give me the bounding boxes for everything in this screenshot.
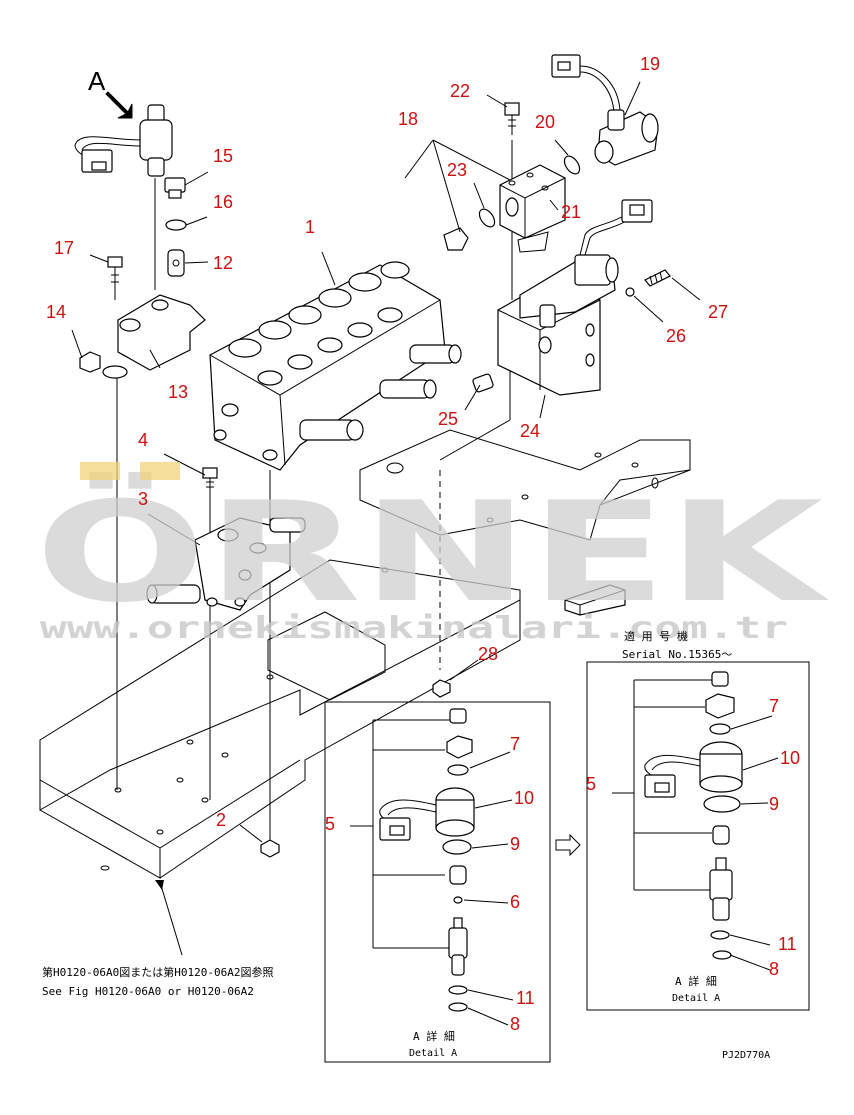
watermark-brand: ÖRNEK: [35, 472, 830, 633]
detail-a-left-box: [324, 701, 581, 1063]
callout-4: 4: [138, 430, 148, 450]
detail-right-en: Detail A: [672, 993, 720, 1004]
frame-chassis: [39, 429, 691, 879]
callout-5-right: 5: [586, 774, 596, 794]
detail-left-en: Detail A: [409, 1048, 457, 1059]
callout-16: 16: [213, 192, 233, 212]
bolt-4: [202, 467, 218, 495]
callout-6: 6: [510, 892, 520, 912]
callout-18: 18: [398, 109, 418, 129]
callout-14: 14: [46, 302, 66, 322]
callout-leaders: [71, 81, 779, 1026]
callout-1: 1: [305, 217, 315, 237]
callout-numbers: 1 2 3 4 5 5 6 7 7 8 8 9 9 10 10 11 11 12…: [46, 54, 800, 1034]
callout-12: 12: [213, 253, 233, 273]
callout-27: 27: [708, 302, 728, 322]
callout-19: 19: [640, 54, 660, 74]
watermark-url: www.ornekismakinalari.com.tr: [40, 611, 788, 646]
callout-3: 3: [138, 489, 148, 509]
callout-20: 20: [535, 112, 555, 132]
bolt-28: [432, 679, 451, 698]
callout-25: 25: [438, 409, 458, 429]
sleeve-12: [167, 249, 185, 277]
solenoid-view-a: [74, 104, 173, 177]
callout-28: 28: [478, 644, 498, 664]
callout-2: 2: [216, 810, 226, 830]
o-ring-23: [478, 208, 496, 228]
bolt-2: [260, 828, 280, 858]
watermark-accent-left: [80, 462, 120, 480]
callout-7-right: 7: [769, 696, 779, 716]
see-fig-jp: 第H0120-06A0図または第H0120-06A2図参照: [42, 965, 273, 979]
callout-10-right: 10: [780, 748, 800, 768]
valve-block-3: [146, 517, 306, 611]
callout-23: 23: [447, 160, 467, 180]
serial-en: Serial No.15365～: [622, 648, 732, 661]
callout-8-right: 8: [769, 959, 779, 979]
detail-left-jp: A 詳 細: [413, 1029, 455, 1043]
plug-15: [164, 177, 186, 199]
callout-13: 13: [168, 382, 188, 402]
drawing-code: PJ2D770A: [722, 1050, 770, 1061]
callout-24: 24: [520, 421, 540, 441]
solenoid-19: [551, 54, 659, 166]
plug-25: [472, 373, 494, 393]
bolt-17: [107, 256, 123, 300]
bolt-14: [79, 351, 101, 373]
block-21: [499, 164, 566, 239]
view-label: A: [88, 66, 106, 96]
callout-7-left: 7: [510, 734, 520, 754]
callout-8-left: 8: [510, 1014, 520, 1034]
callout-21: 21: [561, 202, 581, 222]
callout-26: 26: [666, 326, 686, 346]
o-ring-26: [625, 287, 635, 297]
callout-22: 22: [450, 81, 470, 101]
detail-a-right-box: [586, 661, 810, 1011]
o-ring-20: [563, 155, 581, 175]
detail-right-jp: A 詳 細: [675, 974, 717, 988]
callout-5-left: 5: [325, 814, 335, 834]
callout-17: 17: [54, 238, 74, 258]
o-ring-16: [165, 219, 187, 231]
callout-15: 15: [213, 146, 233, 166]
watermark-accent-right: [140, 462, 180, 480]
callout-9-left: 9: [510, 834, 520, 854]
valve-block-24: [497, 199, 653, 396]
callout-10-left: 10: [514, 788, 534, 808]
serial-jp: 適 用 号 機: [624, 629, 688, 643]
watermark: ÖRNEK www.ornekismakinalari.com.tr: [35, 462, 830, 646]
notes: 第H0120-06A0図または第H0120-06A2図参照 See Fig H0…: [42, 629, 770, 1061]
bolt-22: [504, 102, 520, 135]
control-valve: [209, 261, 462, 471]
bracket-13: [102, 294, 206, 379]
callout-9-right: 9: [769, 794, 779, 814]
callout-11-right: 11: [778, 934, 797, 954]
callout-11-left: 11: [516, 988, 535, 1008]
view-a-arrow: A: [88, 66, 133, 119]
see-fig-en: See Fig H0120-06A0 or H0120-06A2: [42, 985, 254, 998]
small-label-plate: [517, 231, 549, 253]
plug-18: [443, 227, 469, 251]
screw-27: [644, 269, 671, 287]
